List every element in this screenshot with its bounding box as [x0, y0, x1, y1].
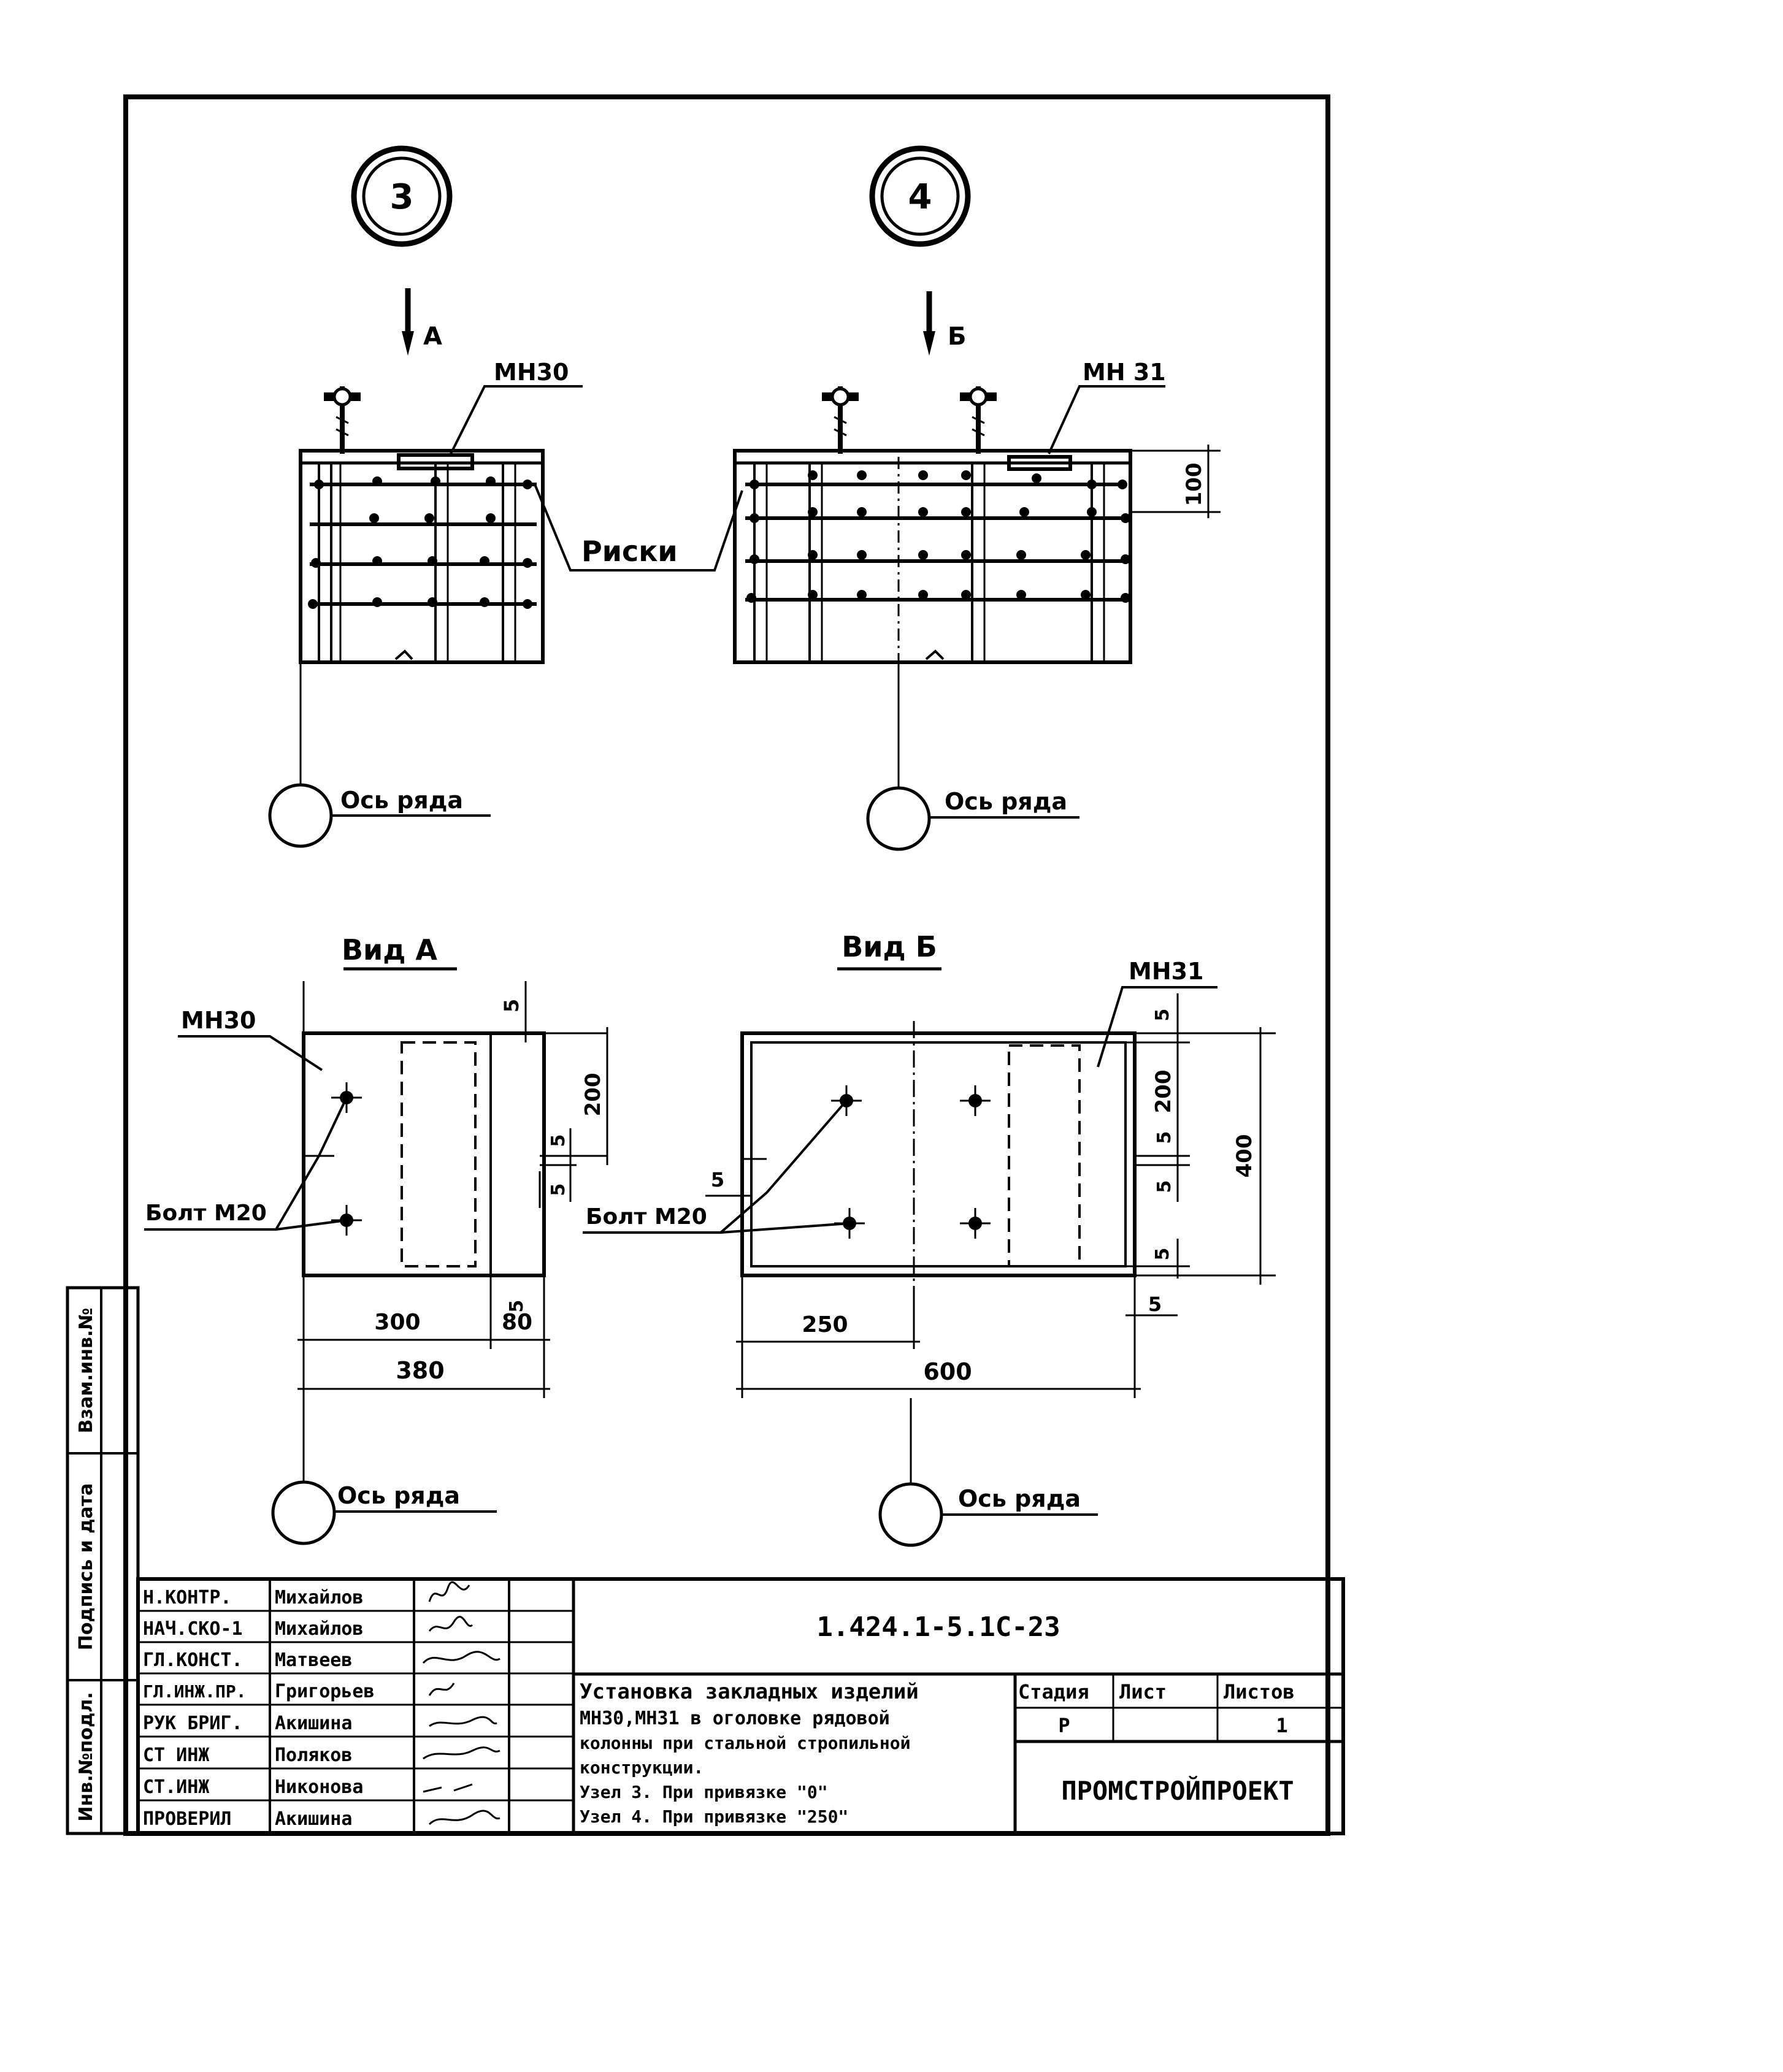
role-4: ГЛ.ИНЖ.ПР. — [143, 1681, 247, 1702]
section-right-leader: МН 31 — [1048, 359, 1166, 454]
svg-text:380: 380 — [396, 1357, 444, 1384]
svg-text:5: 5 — [506, 1300, 527, 1313]
dim-100: 100 — [1130, 445, 1221, 518]
name-5: Акишина — [275, 1713, 352, 1734]
name-1: Михайлов — [275, 1587, 364, 1608]
role-5: РУК БРИГ. — [143, 1713, 243, 1734]
svg-text:Ось ряда: Ось ряда — [340, 787, 463, 814]
role-8: ПРОВЕРИЛ — [143, 1808, 232, 1830]
view-b-bolt-leader: Болт М20 — [583, 1099, 850, 1234]
description-line-3: колонны при стальной стропильной — [580, 1733, 910, 1753]
description-line-1: Установка закладных изделий — [580, 1680, 919, 1704]
view-arrow-a: А — [402, 288, 442, 356]
role-7: СТ.ИНЖ — [143, 1776, 209, 1798]
description-line-5: Узел 3. При привязке "0" — [580, 1782, 828, 1802]
svg-text:Ось ряда: Ось ряда — [337, 1482, 460, 1509]
sheets-header: Листов — [1224, 1680, 1295, 1703]
svg-text:МН30: МН30 — [494, 359, 569, 386]
role-3: ГЛ.КОНСТ. — [143, 1650, 243, 1671]
svg-text:3: 3 — [390, 177, 414, 217]
node-marker-3: 3 — [351, 145, 453, 247]
svg-text:400: 400 — [1232, 1134, 1257, 1178]
svg-text:А: А — [423, 323, 442, 351]
description-line-4: конструкции. — [580, 1757, 704, 1778]
view-b-part-leader: МН31 — [1097, 958, 1217, 1068]
svg-text:200: 200 — [581, 1073, 605, 1117]
svg-text:Риски: Риски — [581, 535, 678, 568]
svg-text:Болт М20: Болт М20 — [145, 1201, 267, 1226]
node-marker-4: 4 — [869, 145, 971, 247]
name-4: Григорьев — [275, 1681, 375, 1702]
signatures — [422, 1581, 500, 1825]
svg-text:5: 5 — [500, 999, 523, 1012]
side-stamp: Инв.№подл. Подпись и дата Взам.инв.№ — [66, 1286, 140, 1835]
name-3: Матвеев — [275, 1650, 352, 1671]
svg-text:Вид А: Вид А — [342, 933, 437, 966]
svg-text:Инв.№подл.: Инв.№подл. — [75, 1692, 97, 1821]
svg-text:Подпись и дата: Подпись и дата — [75, 1483, 97, 1650]
role-1: Н.КОНТР. — [143, 1587, 232, 1608]
stage-value: Р — [1058, 1714, 1070, 1737]
svg-text:600: 600 — [923, 1358, 972, 1385]
view-a-title: Вид А — [342, 933, 457, 971]
svg-text:5: 5 — [1148, 1293, 1162, 1316]
description-line-2: МН30,МН31 в оголовке рядовой — [580, 1708, 890, 1729]
svg-text:МН30: МН30 — [181, 1007, 256, 1034]
title-block — [136, 1577, 1345, 1835]
view-a-plate — [302, 981, 546, 1277]
svg-text:5: 5 — [548, 1134, 569, 1147]
stage-header: Стадия — [1018, 1680, 1089, 1703]
svg-text:300: 300 — [374, 1310, 420, 1335]
svg-text:5: 5 — [1154, 1180, 1175, 1193]
name-7: Никонова — [275, 1776, 364, 1798]
svg-text:5: 5 — [548, 1183, 569, 1196]
section-left — [299, 386, 545, 664]
risks-leader: Риски — [534, 484, 743, 572]
axis-marker-bottom-right: Ось ряда — [878, 1482, 1098, 1547]
svg-text:Б: Б — [948, 323, 967, 351]
svg-text:5: 5 — [1152, 1009, 1173, 1022]
svg-text:5: 5 — [1152, 1248, 1173, 1261]
axis-marker-top-right: Ось ряда — [866, 786, 1079, 851]
section-left-leader: МН30 — [450, 359, 583, 454]
view-a-bolt-leader: Болт М20 — [144, 1097, 348, 1231]
role-6: СТ ИНЖ — [143, 1745, 209, 1766]
svg-text:4: 4 — [908, 177, 932, 217]
svg-text:100: 100 — [1182, 463, 1206, 507]
axis-marker-top-left: Ось ряда — [268, 783, 491, 848]
view-a-part-leader: МН30 — [178, 1007, 323, 1071]
organization: ПРОМСТРОЙПРОЕКТ — [1061, 1775, 1294, 1806]
description-line-6: Узел 4. При привязке "250" — [580, 1806, 848, 1827]
axis-marker-bottom-left: Ось ряда — [271, 1480, 497, 1545]
svg-text:Ось ряда: Ось ряда — [958, 1485, 1081, 1512]
svg-text:МН 31: МН 31 — [1083, 359, 1166, 386]
svg-text:80: 80 — [502, 1310, 532, 1335]
svg-text:200: 200 — [1151, 1070, 1176, 1114]
svg-text:250: 250 — [802, 1312, 848, 1337]
doc-code: 1.424.1-5.1С-23 — [816, 1611, 1060, 1643]
name-6: Поляков — [275, 1745, 352, 1766]
view-a-dims: 5 200 5 5 5 300 80 380 — [297, 981, 608, 1398]
svg-text:Вид Б: Вид Б — [842, 930, 937, 963]
svg-text:Взам.инв.№: Взам.инв.№ — [75, 1308, 97, 1434]
role-2: НАЧ.СКО-1 — [143, 1618, 243, 1640]
svg-text:МН31: МН31 — [1129, 958, 1204, 985]
sheets-value: 1 — [1276, 1714, 1287, 1737]
section-right — [733, 386, 1132, 664]
svg-text:Ось ряда: Ось ряда — [945, 788, 1067, 815]
svg-text:5: 5 — [711, 1168, 724, 1191]
svg-text:5: 5 — [1154, 1131, 1175, 1144]
svg-text:Болт М20: Болт М20 — [586, 1204, 707, 1229]
name-2: Михайлов — [275, 1618, 364, 1640]
view-b-dims: 5 5 200 5 5 5 5 400 250 600 — [705, 993, 1276, 1398]
view-b-title: Вид Б — [837, 930, 941, 971]
name-8: Акишина — [275, 1808, 352, 1830]
sheet-header: Лист — [1119, 1680, 1167, 1703]
view-arrow-b: Б — [923, 291, 967, 356]
